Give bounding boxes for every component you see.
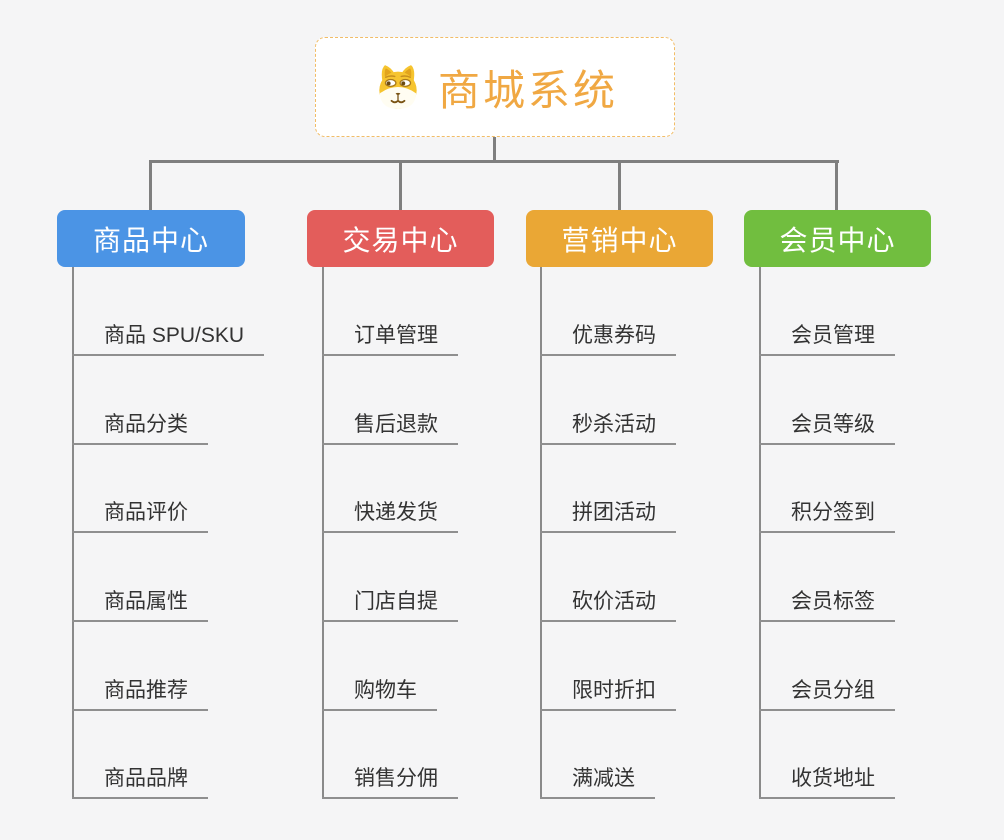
leaf-node[interactable]: 秒杀活动 (540, 399, 676, 445)
leaf-node[interactable]: 商品评价 (72, 487, 208, 533)
branch-node-marketing-center[interactable]: 营销中心 (526, 210, 713, 267)
root-node[interactable]: 商城系统 (315, 37, 675, 137)
leaf-node[interactable]: 购物车 (322, 665, 437, 711)
leaf-node[interactable]: 砍价活动 (540, 576, 676, 622)
branch-node-member-center[interactable]: 会员中心 (744, 210, 931, 267)
branch-spine (72, 267, 74, 799)
connector-drop-trade (399, 160, 402, 210)
leaf-node[interactable]: 会员分组 (759, 665, 895, 711)
branch-spine (540, 267, 542, 799)
leaf-node[interactable]: 会员等级 (759, 399, 895, 445)
leaf-node[interactable]: 拼团活动 (540, 487, 676, 533)
leaf-node[interactable]: 门店自提 (322, 576, 458, 622)
connector-drop-product (149, 160, 152, 210)
leaf-node[interactable]: 积分签到 (759, 487, 895, 533)
leaf-node[interactable]: 商品推荐 (72, 665, 208, 711)
leaf-node[interactable]: 会员管理 (759, 310, 895, 356)
leaf-node[interactable]: 销售分佣 (322, 753, 458, 799)
leaf-node[interactable]: 收货地址 (759, 753, 895, 799)
leaf-node[interactable]: 快递发货 (322, 487, 458, 533)
branch-spine (759, 267, 761, 799)
branch-spine (322, 267, 324, 799)
connector-drop-member (835, 160, 838, 210)
root-title: 商城系统 (437, 66, 618, 114)
connector-horizontal-rail (149, 160, 839, 163)
connector-drop-marketing (618, 160, 621, 210)
connector-root-drop (493, 137, 496, 162)
branch-node-product-center[interactable]: 商品中心 (57, 210, 245, 267)
leaf-node[interactable]: 会员标签 (759, 576, 895, 622)
leaf-node[interactable]: 商品分类 (72, 399, 208, 445)
leaf-node[interactable]: 商品品牌 (72, 753, 208, 799)
leaf-node[interactable]: 满减送 (540, 753, 655, 799)
leaf-node[interactable]: 商品属性 (72, 576, 208, 622)
leaf-node[interactable]: 商品 SPU/SKU (72, 310, 265, 356)
branch-node-trade-center[interactable]: 交易中心 (307, 210, 494, 267)
shiba-dog-icon (372, 59, 424, 115)
leaf-node[interactable]: 限时折扣 (540, 665, 676, 711)
leaf-node[interactable]: 优惠券码 (540, 310, 676, 356)
leaf-node[interactable]: 售后退款 (322, 399, 458, 445)
leaf-node[interactable]: 订单管理 (322, 310, 458, 356)
